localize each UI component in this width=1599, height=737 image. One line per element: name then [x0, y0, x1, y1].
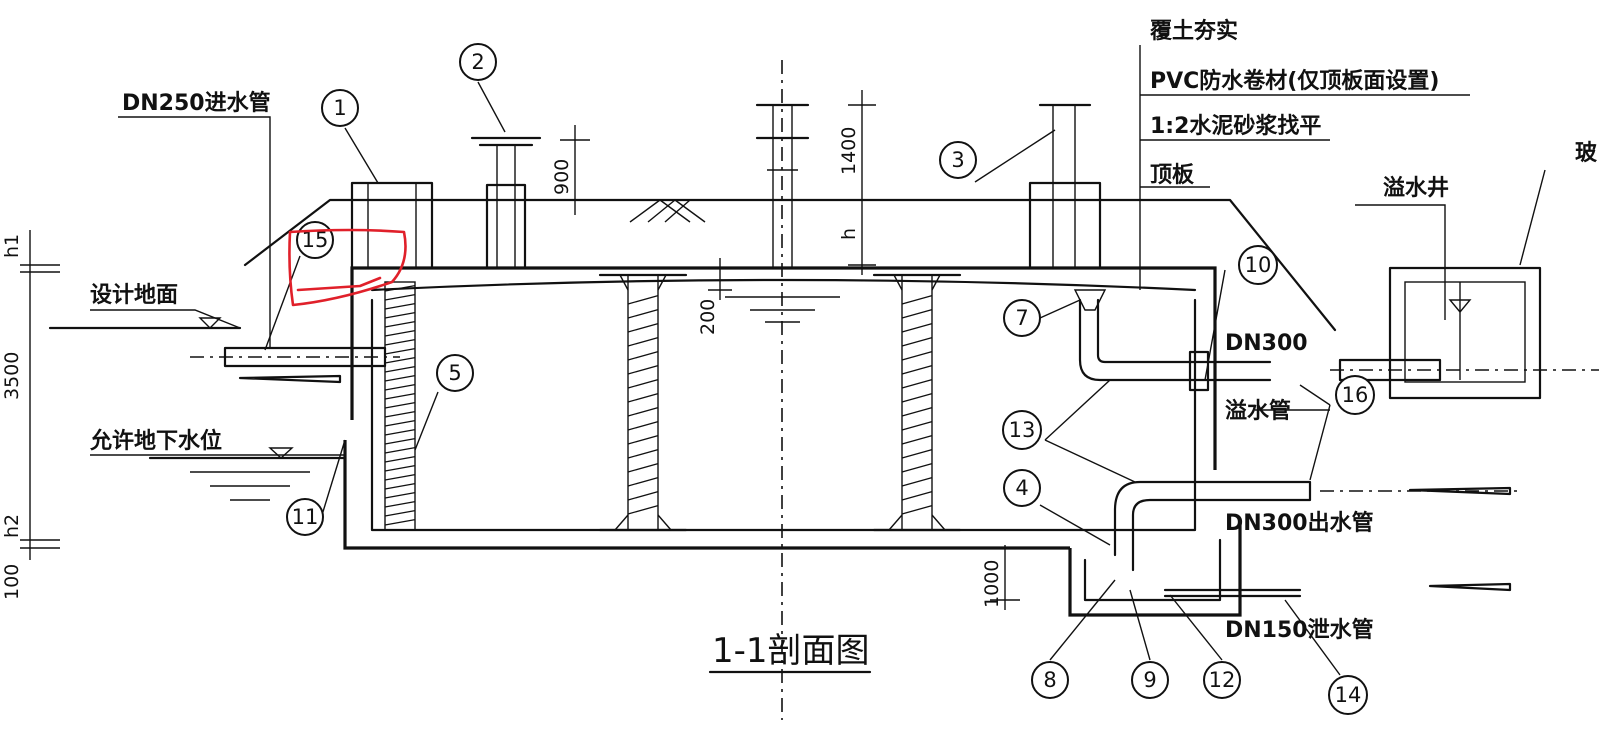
label-dn300: DN300 — [1225, 331, 1308, 356]
callout-13: 13 — [1002, 379, 1136, 483]
svg-text:10: 10 — [1245, 253, 1272, 277]
svg-text:1: 1 — [333, 96, 346, 120]
callout-3: 3 — [939, 129, 1056, 183]
red-annotation — [288, 228, 407, 307]
svg-text:9: 9 — [1143, 668, 1156, 692]
callout-16: 16 — [1299, 375, 1375, 481]
dim-1400: 1400 — [838, 127, 860, 175]
overflow-well — [1330, 266, 1599, 400]
svg-text:8: 8 — [1043, 668, 1056, 692]
backfill-mound — [243, 198, 1337, 332]
dim-h1: h1 — [1, 234, 23, 258]
svg-text:4: 4 — [1015, 476, 1028, 500]
groundwater-line — [148, 447, 347, 501]
label-backfill: 覆土夯实 — [1149, 18, 1238, 44]
design-ground-line — [48, 317, 242, 330]
column-right — [872, 273, 962, 532]
inlet-pipe — [190, 346, 400, 384]
callout-10: 10 — [1238, 245, 1278, 285]
svg-text:16: 16 — [1342, 383, 1369, 407]
vent-pipe-2 — [470, 136, 542, 270]
svg-text:5: 5 — [448, 361, 461, 385]
sump-pit — [1068, 520, 1512, 617]
svg-text:7: 7 — [1015, 306, 1028, 330]
vent-pipe-center — [755, 103, 810, 268]
label-mortar: 1:2水泥砂浆找平 — [1150, 113, 1321, 139]
callout-4: 4 — [1003, 469, 1111, 546]
label-overflow-well: 溢水井 — [1383, 175, 1449, 201]
dim-h: h — [838, 228, 860, 240]
label-outlet-pipe: DN300出水管 — [1225, 510, 1374, 536]
tank-structure — [343, 60, 1217, 720]
callout-5: 5 — [414, 354, 474, 451]
callout-1: 1 — [321, 89, 379, 184]
label-inlet-pipe: DN250进水管 — [122, 90, 271, 116]
svg-text:3: 3 — [951, 148, 964, 172]
svg-text:13: 13 — [1009, 418, 1036, 442]
drawing-title: 1-1剖面图 — [712, 631, 870, 671]
svg-text:14: 14 — [1335, 683, 1362, 707]
dim-100: 100 — [1, 564, 23, 600]
label-overflow-pipe: 溢水管 — [1225, 398, 1291, 424]
dim-h2: h2 — [1, 514, 23, 538]
callout-2: 2 — [459, 43, 506, 133]
callout-14: 14 — [1284, 599, 1368, 715]
vent-pipe-3 — [1028, 103, 1102, 270]
callout-12: 12 — [1169, 594, 1241, 699]
dim-200: 200 — [697, 299, 719, 335]
label-roof: 顶板 — [1150, 163, 1195, 188]
dim-900: 900 — [551, 159, 573, 195]
label-groundwater: 允许地下水位 — [89, 428, 222, 454]
dim-1000: 1000 — [981, 560, 1003, 608]
callout-7: 7 — [1003, 299, 1081, 337]
callout-11: 11 — [286, 439, 346, 536]
overflow-pipe — [1073, 289, 1272, 392]
svg-text:2: 2 — [471, 50, 484, 74]
dim-left: 3500 h1 h2 100 — [1, 230, 60, 600]
svg-text:11: 11 — [292, 505, 319, 529]
label-cut-right: 玻 — [1575, 141, 1598, 166]
label-design-ground: 设计地面 — [90, 283, 178, 308]
label-pvc: PVC防水卷材(仅顶板面设置) — [1150, 68, 1439, 94]
leader-lines — [90, 45, 1546, 456]
callout-8: 8 — [1031, 579, 1116, 699]
outlet-pipe — [1113, 480, 1520, 572]
dim-top: 900 1400 h 200 1000 — [551, 90, 1020, 610]
callout-9: 9 — [1129, 589, 1169, 699]
label-drain-pipe: DN150泄水管 — [1225, 617, 1374, 643]
dim-3500: 3500 — [1, 352, 23, 400]
manhole-riser-1 — [350, 181, 434, 270]
svg-text:12: 12 — [1209, 668, 1236, 692]
column-left — [598, 273, 688, 532]
